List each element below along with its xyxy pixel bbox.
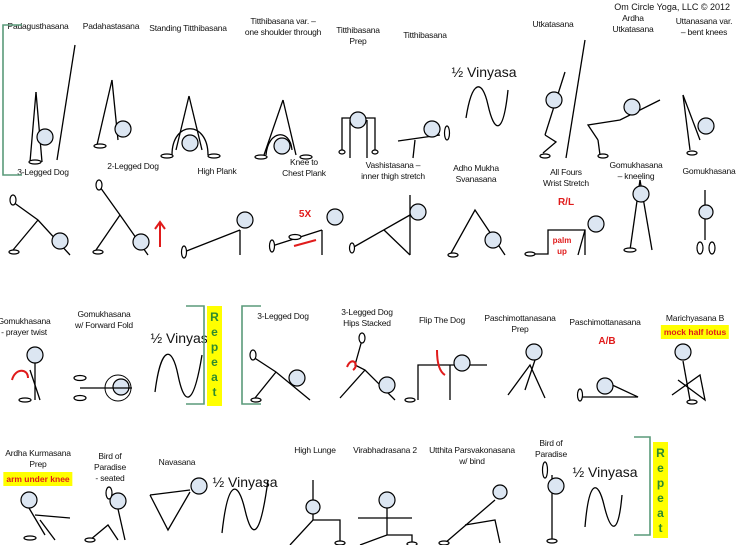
- bracket-start: [2, 24, 22, 176]
- reps-annotation: 5X: [298, 209, 312, 220]
- figure-3-legged-dog-2: [249, 349, 311, 403]
- figure-ardha-utkatasana: [586, 98, 661, 159]
- figure-navasana: [149, 477, 208, 532]
- figure-high-plank: [180, 211, 254, 259]
- pose-label: Gomukhasana– kneeling: [609, 160, 663, 181]
- bracket-end: [186, 305, 205, 405]
- figure-vashistasana: [348, 195, 427, 256]
- pose-label: Gomukhasana: [682, 166, 736, 176]
- half-vinyasa-label: ½ Vinyasa: [212, 474, 278, 490]
- arm-under-knee-note: arm under knee: [3, 472, 73, 486]
- half-vinyasa-wave: [154, 353, 203, 398]
- pose-label: Paschimottanasana: [569, 317, 641, 327]
- half-vinyasa-wave: [584, 487, 623, 528]
- pose-label: Virabhadrasana 2: [353, 445, 417, 455]
- pose-label: Flip The Dog: [418, 315, 466, 325]
- divider-line: [565, 39, 586, 159]
- palm-annotation: palm: [552, 236, 572, 245]
- figure-flip-the-dog: [404, 349, 487, 403]
- bracket-end: [634, 436, 651, 536]
- figure-padagusthasana: [28, 91, 54, 165]
- figure-all-fours-wrist-stretch: [524, 215, 605, 257]
- variant-annotation: A/B: [598, 336, 616, 347]
- up-annotation: up: [557, 247, 567, 256]
- pose-label: Utkatasana: [532, 19, 574, 29]
- pose-label: Navasana: [158, 457, 196, 467]
- half-vinyasa-label: ½ Vinyasa: [451, 64, 517, 80]
- figure-paschimottanasana: [576, 377, 639, 402]
- figure-2-legged-dog: [92, 179, 166, 256]
- half-vinyasa-label: ½ Vinyasa: [572, 464, 638, 480]
- copyright: Om Circle Yoga, LLC © 2012: [614, 2, 730, 12]
- pose-label: Padagusthasana: [7, 21, 69, 31]
- pose-label: 2-Legged Dog: [107, 161, 159, 171]
- figure-3-legged-dog-hips-stacked: [339, 332, 396, 401]
- figure-paschimottanasana-prep: [507, 343, 546, 399]
- figure-utkatasana: [539, 71, 566, 159]
- figure-gomukhasana-kneeling: [623, 179, 653, 253]
- pose-label: Uttanasana var.– bent knees: [675, 16, 733, 37]
- figure-bird-of-paradise-seated: [84, 486, 127, 543]
- figure-padahastasana: [93, 79, 132, 149]
- figure-3-legged-dog: [8, 194, 71, 256]
- figure-bird-of-paradise: [541, 461, 565, 544]
- figure-gomukhasana-forward-fold: [73, 374, 132, 402]
- figure-gomukhasana: [696, 190, 716, 255]
- pose-label: Titthibasana: [403, 30, 447, 40]
- pose-label: High Lunge: [294, 445, 336, 455]
- figure-virabhadrasana-2: [358, 491, 418, 545]
- figure-uttanasana-var: [682, 94, 715, 156]
- pose-label: Vashistasana –inner thigh stretch: [361, 160, 425, 181]
- half-vinyasa-wave: [465, 86, 509, 127]
- pose-label: Padahastasana: [82, 21, 140, 31]
- figure-titthibasana-prep: [338, 111, 379, 158]
- bracket-start: [241, 305, 261, 405]
- pose-label: High Plank: [197, 166, 237, 176]
- pose-label: 3-Legged Dog: [257, 311, 309, 321]
- pose-label: Marichyasana B: [665, 313, 725, 323]
- pose-label: 3-Legged Dog: [17, 167, 69, 177]
- figure-standing-titthibasana: [160, 95, 221, 159]
- half-vinyasa-wave: [221, 479, 269, 534]
- figure-marichyasana-b: [671, 343, 706, 405]
- figure-utthita-parsvakonasana: [438, 484, 508, 545]
- figure-titthibasana: [397, 120, 451, 159]
- divider-line: [56, 44, 76, 161]
- figure-knee-to-chest-plank: [268, 208, 344, 255]
- figure-adho-mukha-svanasana: [447, 208, 506, 258]
- pose-label: Standing Titthibasana: [149, 23, 227, 33]
- figure-high-lunge: [289, 480, 346, 545]
- figure-gomukhasana-prayer-twist: [11, 346, 44, 403]
- half-vinyasa-label: ½ Vinyasa: [150, 330, 216, 346]
- figure-ardha-kurmasana-prep: [20, 491, 71, 541]
- pose-label: Titthibasana var. –one shoulder through: [244, 16, 322, 37]
- mock-half-lotus-note: mock half lotus: [660, 325, 730, 339]
- figure-titthibasana-var: [254, 99, 313, 160]
- sides-annotation: R/L: [557, 197, 575, 208]
- pose-label: Gomukhasana- prayer twist: [0, 316, 51, 337]
